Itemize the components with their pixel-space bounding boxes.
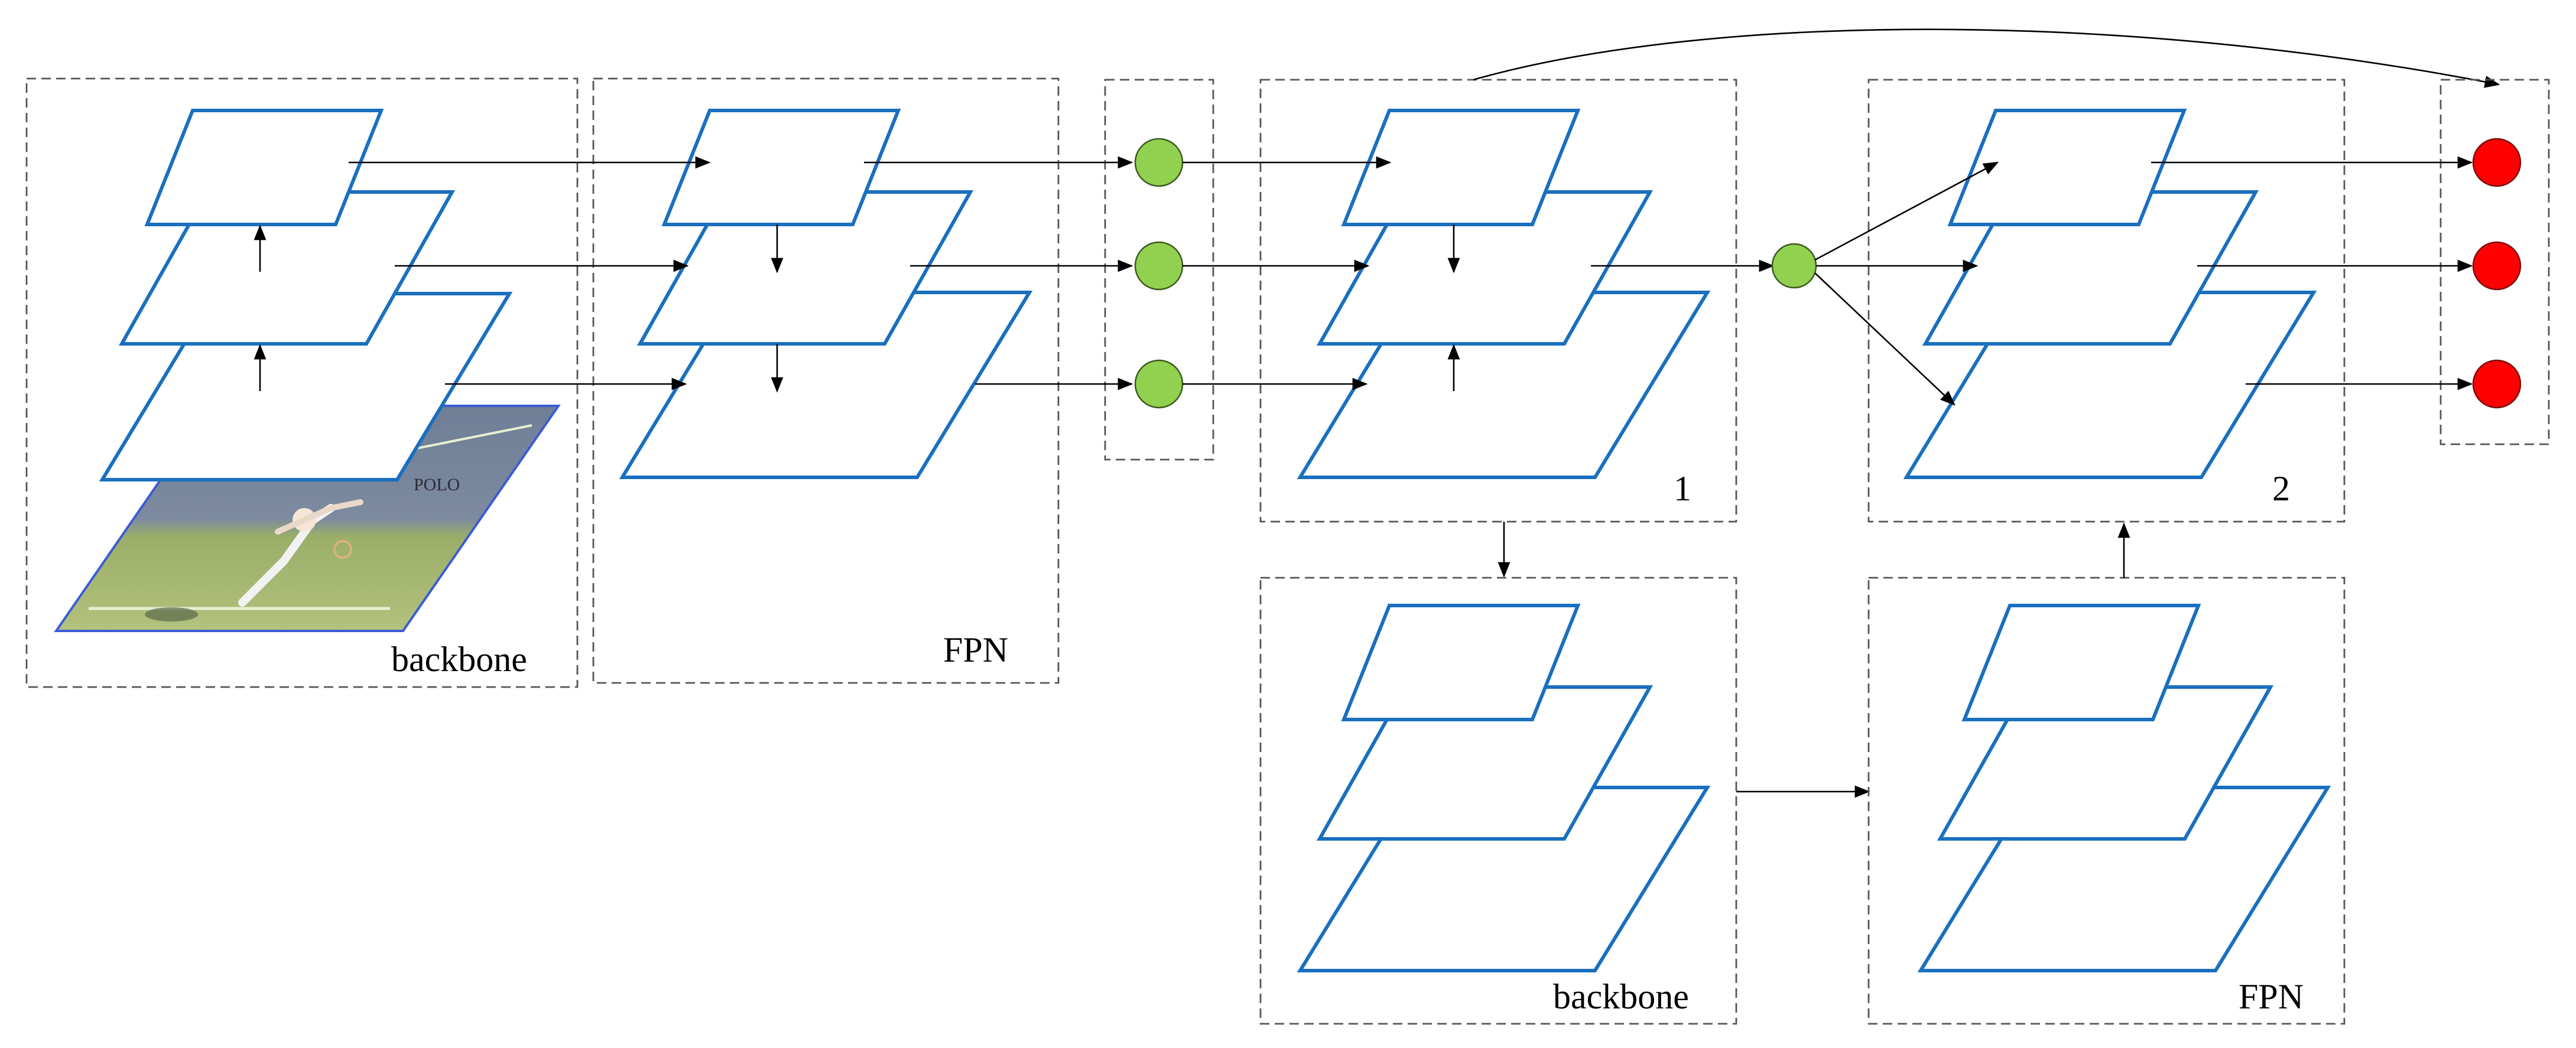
stage-2-panel [1867,79,2346,523]
backbone-layer-c4 [118,190,456,346]
merge-node [1771,243,1817,289]
fpn-bottom-layer-2 [1937,685,2274,841]
fusion-nodes-panel [1104,79,1214,461]
fusion-node [1134,241,1184,291]
output-node [2472,359,2522,409]
fpn-layer-p4 [636,190,974,346]
fusion-node [1134,359,1184,409]
stage-2-layer-1 [1947,109,2187,226]
fan-out-arrow [1814,161,1999,261]
fpn-bottom-label: FPN [2239,977,2304,1016]
fusion-node [1134,138,1184,187]
backbone-bottom-layer-2 [1316,685,1654,841]
fan-out-arrow [1814,272,1955,406]
stage-1-label: 1 [1674,469,1691,508]
stage-2-label: 2 [2272,469,2290,508]
stage-1-layer-2 [1316,190,1654,346]
output-node [2472,241,2522,291]
fpn-bottom-panel [1867,577,2346,1025]
backbone-bottom-panel [1259,577,1737,1025]
stage-2-layer-2 [1922,190,2259,346]
stage-1-panel [1259,79,1737,523]
backbone-top-panel [25,77,579,688]
backbone-top-label: backbone [391,640,527,679]
backbone-layer-c5 [144,109,384,226]
fpn-layer-p5 [661,109,901,226]
backbone-bottom-layer-1 [1341,604,1581,721]
fpn-top-label: FPN [943,630,1008,669]
skip-connection-arrow [1473,28,2500,88]
fpn-top-panel [592,77,1060,684]
svg-text:POLO: POLO [414,475,460,494]
backbone-bottom-label: backbone [1553,977,1689,1016]
fpn-bottom-layer-1 [1961,604,2201,721]
output-node [2472,138,2522,187]
stage-1-layer-1 [1341,109,1581,226]
